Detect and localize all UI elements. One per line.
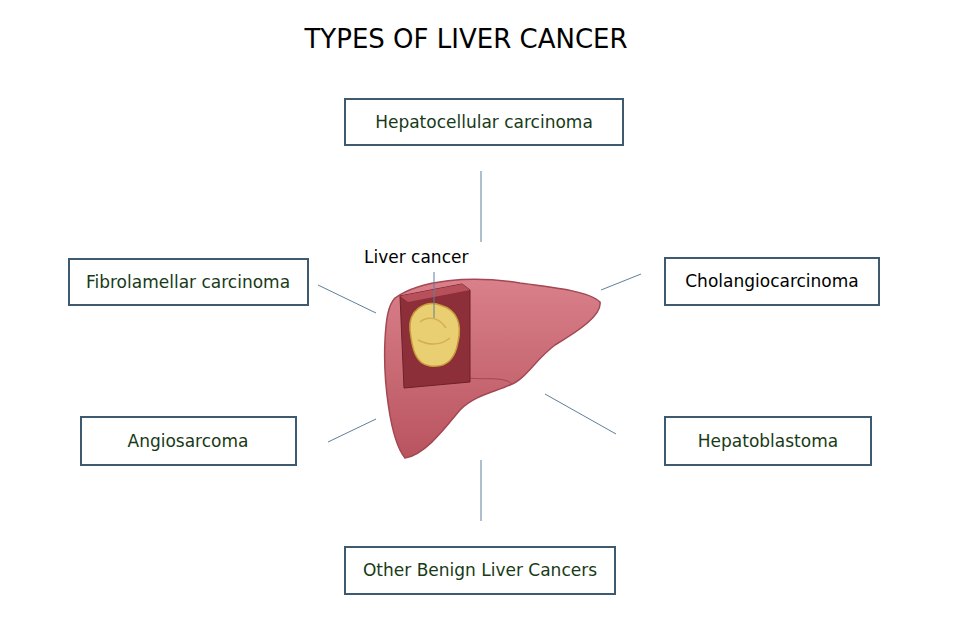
type-name: Other Benign Liver Cancers: [363, 560, 597, 580]
organ-label: Liver cancer: [362, 247, 470, 267]
type-box: Cholangiocarcinoma: [664, 257, 880, 306]
type-box: Fibrolamellar carcinoma: [68, 258, 309, 306]
type-name: Hepatocellular carcinoma: [375, 112, 593, 132]
type-box: Hepatoblastoma: [664, 416, 872, 466]
diagram-title: TYPES OF LIVER CANCER: [304, 24, 627, 54]
type-box: Angiosarcoma: [80, 416, 297, 466]
leader-lines: [318, 171, 641, 521]
type-name: Fibrolamellar carcinoma: [86, 272, 290, 292]
type-name: Angiosarcoma: [128, 431, 249, 451]
leader-line: [434, 272, 435, 318]
tumor-cutaway: [400, 284, 470, 388]
type-name: Hepatoblastoma: [698, 431, 838, 451]
tumor: [410, 304, 460, 367]
liver-organ: [385, 279, 600, 458]
type-box: Other Benign Liver Cancers: [344, 546, 616, 595]
type-box: Hepatocellular carcinoma: [344, 98, 624, 146]
type-name: Cholangiocarcinoma: [685, 271, 858, 291]
